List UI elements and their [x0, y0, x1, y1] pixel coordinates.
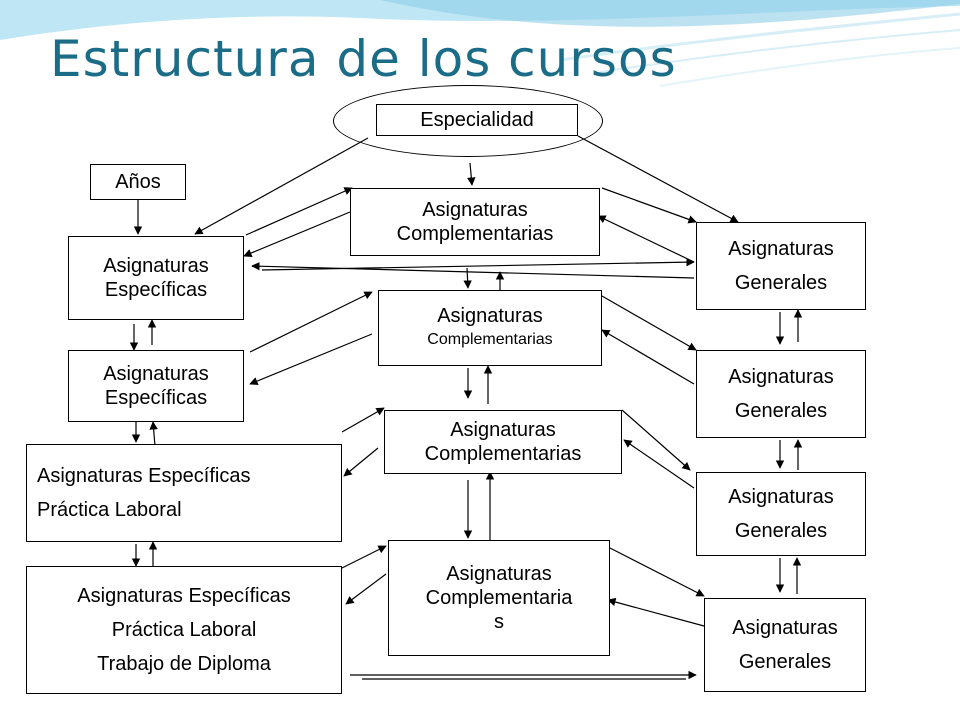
especificas-4-line1: Asignaturas Específicas	[77, 585, 291, 607]
generales-3-line2: Generales	[734, 520, 828, 542]
especialidad-label: Especialidad	[420, 109, 534, 131]
complementarias-3-line2: Complementarias	[424, 443, 582, 465]
complementarias-2-line2: Complementarias	[427, 331, 553, 348]
anos-label: Años	[115, 171, 161, 193]
complementarias-4-line3: s	[494, 611, 504, 633]
especificas-box-3: Asignaturas Específicas Práctica Laboral	[26, 444, 342, 542]
generales-1-line1: Asignaturas	[728, 238, 834, 260]
especificas-1-line1: Asignaturas	[103, 255, 209, 277]
especificas-box-2: Asignaturas Específicas	[68, 350, 244, 422]
especificas-2-line1: Asignaturas	[103, 363, 209, 385]
especificas-1-line2: Específicas	[104, 279, 208, 301]
complementarias-4-line1: Asignaturas	[446, 563, 552, 585]
complementarias-box-4: Asignaturas Complementaria s	[388, 540, 610, 656]
especificas-4-line3: Trabajo de Diploma	[97, 653, 271, 675]
especificas-2-line2: Específicas	[104, 387, 208, 409]
complementarias-box-1: Asignaturas Complementarias	[350, 188, 600, 256]
generales-2-line2: Generales	[734, 400, 828, 422]
generales-4-line2: Generales	[738, 651, 832, 673]
complementarias-box-2: Asignaturas Complementarias	[378, 290, 602, 366]
especialidad-box: Especialidad	[376, 104, 578, 136]
generales-2-line1: Asignaturas	[728, 366, 834, 388]
generales-box-1: Asignaturas Generales	[696, 222, 866, 310]
especificas-4-line2: Práctica Laboral	[111, 619, 257, 641]
complementarias-1-line2: Complementarias	[396, 223, 554, 245]
especialidad-ellipse	[333, 85, 603, 157]
complementarias-3-line1: Asignaturas	[450, 419, 556, 441]
decorative-wave-banner	[0, 0, 960, 87]
anos-box: Años	[90, 164, 186, 200]
generales-box-4: Asignaturas Generales	[704, 598, 866, 692]
especificas-3-line1: Asignaturas Específicas	[37, 465, 251, 487]
generales-1-line2: Generales	[734, 272, 828, 294]
complementarias-box-3: Asignaturas Complementarias	[384, 410, 622, 474]
especificas-box-4: Asignaturas Específicas Práctica Laboral…	[26, 566, 342, 694]
especificas-box-1: Asignaturas Específicas	[68, 236, 244, 320]
page-title: Estructura de los cursos	[50, 30, 677, 88]
complementarias-2-line1: Asignaturas	[437, 305, 543, 327]
generales-box-3: Asignaturas Generales	[696, 472, 866, 556]
complementarias-1-line1: Asignaturas	[422, 199, 528, 221]
generales-box-2: Asignaturas Generales	[696, 350, 866, 438]
generales-4-line1: Asignaturas	[732, 617, 838, 639]
especificas-3-line2: Práctica Laboral	[37, 499, 182, 521]
complementarias-4-line2: Complementaria	[425, 587, 573, 609]
generales-3-line1: Asignaturas	[728, 486, 834, 508]
